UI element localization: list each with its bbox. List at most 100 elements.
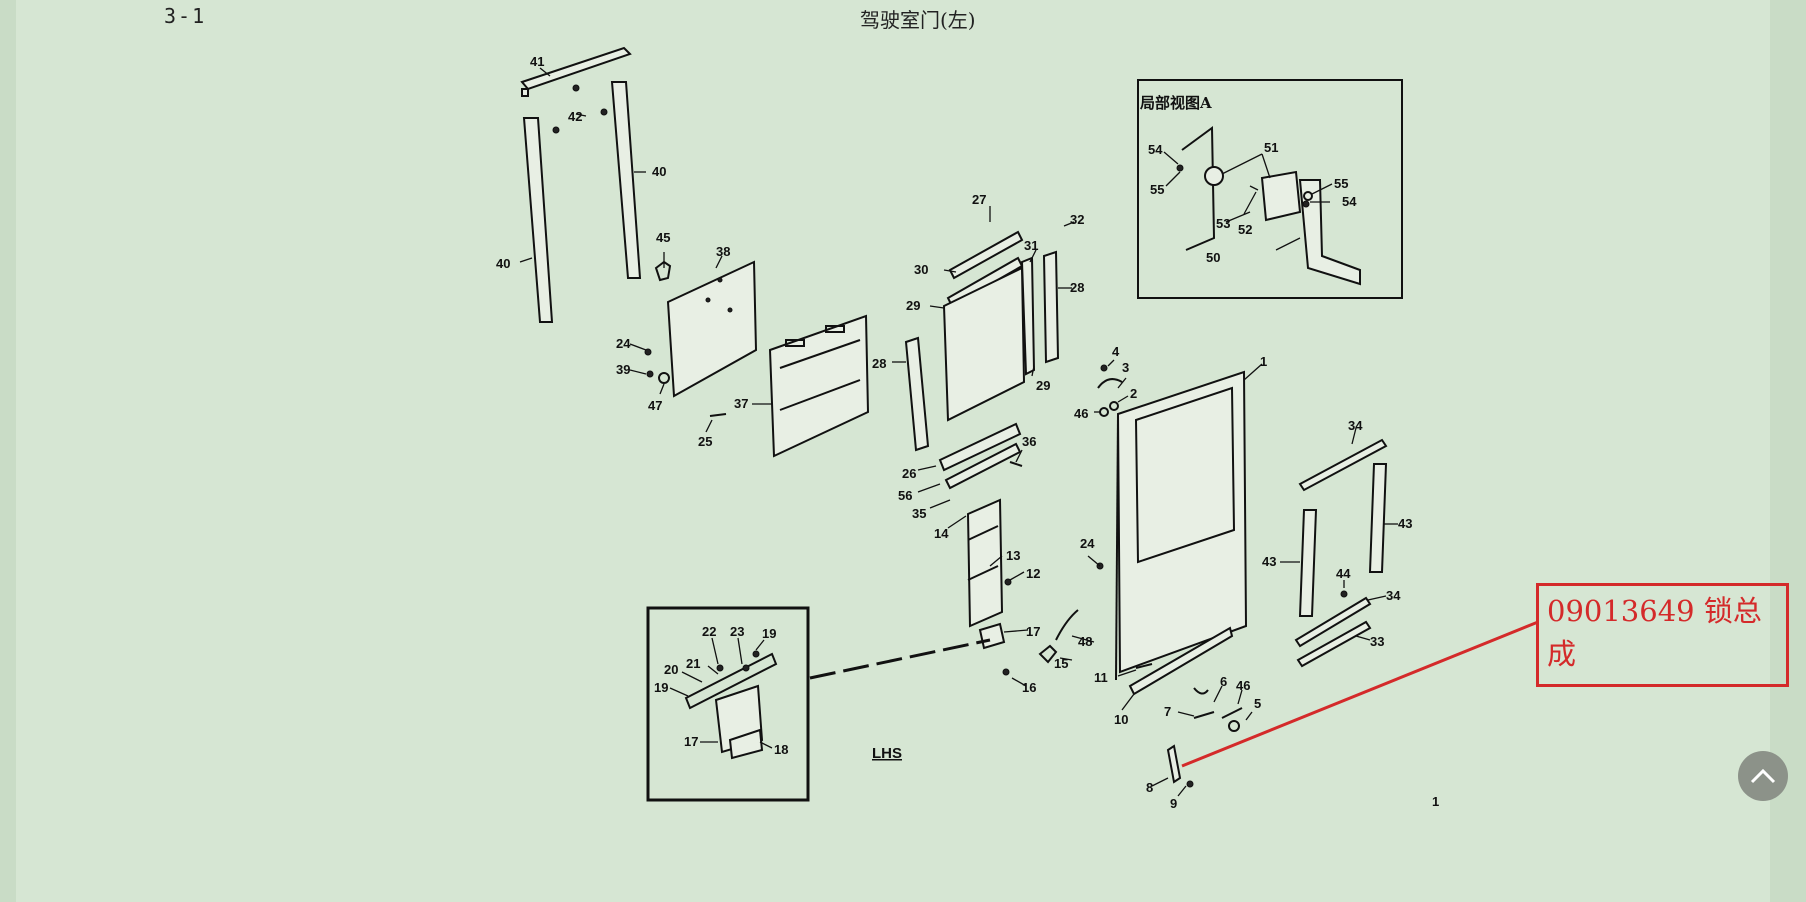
page-number: 1 <box>1432 794 1439 809</box>
washer-46 <box>1099 407 1109 417</box>
part-label-45: 45 <box>656 230 670 245</box>
part-label-35: 35 <box>912 506 926 521</box>
latch-15 <box>1038 644 1058 664</box>
part-label-46-bottom: 46 <box>1236 678 1250 693</box>
part-label-8: 8 <box>1146 780 1153 795</box>
part-label-33: 33 <box>1370 634 1384 649</box>
part-label-42: 42 <box>568 109 582 124</box>
part-label-25: 25 <box>698 434 712 449</box>
inset-hinge-detail <box>646 606 810 802</box>
part-label-56: 56 <box>898 488 912 503</box>
part-label-24-right: 24 <box>1080 536 1095 551</box>
part-label-51: 51 <box>1264 140 1278 155</box>
part-label-11: 11 <box>1094 670 1108 685</box>
part-label-24: 24 <box>616 336 631 351</box>
link-48 <box>1055 609 1079 641</box>
sill-56 <box>944 442 1022 490</box>
part-labels: 41 42 40 40 45 38 24 39 47 25 37 27 32 3… <box>496 54 1439 811</box>
part-label-52: 52 <box>1238 222 1252 237</box>
part-label-27: 27 <box>972 192 986 207</box>
part-label-48: 48 <box>1078 634 1092 649</box>
callout-leader <box>1181 620 1539 768</box>
lock-parts-5-6-7 <box>1193 687 1243 732</box>
part-label-2: 2 <box>1130 386 1137 401</box>
rod-8 <box>1166 744 1194 788</box>
part-label-13: 13 <box>1006 548 1020 563</box>
part-label-4: 4 <box>1112 344 1120 359</box>
inset-link-line <box>809 638 991 680</box>
part-label-1: 1 <box>1260 354 1267 369</box>
part-label-53: 53 <box>1216 216 1230 231</box>
part-label-41: 41 <box>530 54 544 69</box>
part-label-47: 47 <box>648 398 662 413</box>
bracket-45 <box>654 260 672 282</box>
part-label-18: 18 <box>774 742 788 757</box>
part-label-7: 7 <box>1164 704 1171 719</box>
part-label-22: 22 <box>702 624 716 639</box>
side-label-lhs: LHS <box>872 745 902 762</box>
part-label-50: 50 <box>1206 250 1220 265</box>
part-label-30: 30 <box>914 262 928 277</box>
seal-34-upper <box>1298 438 1388 492</box>
panel-37 <box>768 314 870 458</box>
bolt-24-39-47 <box>644 348 670 384</box>
part-label-37: 37 <box>734 396 748 411</box>
part-label-15: 15 <box>1054 656 1068 671</box>
glass-29 <box>942 266 1026 422</box>
section-number: 3-1 <box>164 4 207 28</box>
part-label-17-inset: 17 <box>684 734 698 749</box>
bolt-12 <box>1004 578 1012 586</box>
hinge-17 <box>978 622 1006 650</box>
inset-view-a <box>1137 79 1403 299</box>
part-label-38: 38 <box>716 244 730 259</box>
part-label-29-bottom: 29 <box>1036 378 1050 393</box>
part-callout-box: 09013649 锁总成 <box>1536 583 1789 687</box>
part-label-23: 23 <box>730 624 744 639</box>
bar-10 <box>1128 626 1234 696</box>
seal-34-lower <box>1294 596 1372 648</box>
part-label-44: 44 <box>1336 566 1351 581</box>
part-label-29-top: 29 <box>906 298 920 313</box>
part-label-10: 10 <box>1114 712 1128 727</box>
panel-38 <box>666 260 758 398</box>
post-29 <box>1020 256 1036 376</box>
inset-a-title: 局部视图A <box>1139 94 1212 112</box>
part-label-39: 39 <box>616 362 630 377</box>
part-label-54-left: 54 <box>1148 142 1163 157</box>
bolt-36 <box>1009 461 1023 467</box>
part-label-43-right: 43 <box>1398 516 1412 531</box>
leader-lines <box>519 67 1398 797</box>
part-label-16: 16 <box>1022 680 1036 695</box>
door-1 <box>1115 370 1248 681</box>
part-label-28-left: 28 <box>872 356 886 371</box>
regulator-13 <box>966 498 1004 628</box>
right-margin <box>1770 0 1806 902</box>
screw-25 <box>709 413 727 417</box>
part-label-43-left: 43 <box>1262 554 1276 569</box>
part-label-36: 36 <box>1022 434 1036 449</box>
screw-16 <box>1002 668 1010 676</box>
clip-44 <box>1340 590 1348 598</box>
part-label-31: 31 <box>1024 238 1038 253</box>
left-rail-40 <box>522 117 554 323</box>
part-label-19-left: 19 <box>654 680 668 695</box>
striker-2-3-4 <box>1097 364 1123 411</box>
scroll-to-top-button[interactable] <box>1738 751 1788 801</box>
part-label-32: 32 <box>1070 212 1084 227</box>
part-label-9: 9 <box>1170 796 1177 811</box>
part-label-55-left: 55 <box>1150 182 1164 197</box>
bolt-11 <box>1135 663 1153 669</box>
top-rail-41 <box>520 46 632 97</box>
part-label-12: 12 <box>1026 566 1040 581</box>
chevron-up-icon <box>1750 768 1776 784</box>
seal-43-left <box>1298 509 1318 617</box>
part-label-3: 3 <box>1122 360 1129 375</box>
left-post-28 <box>904 336 930 452</box>
part-label-34-top: 34 <box>1348 418 1363 433</box>
right-rail-40 <box>610 81 642 279</box>
part-label-54-right: 54 <box>1342 194 1357 209</box>
part-label-40-right: 40 <box>652 164 666 179</box>
part-label-34-bottom: 34 <box>1386 588 1401 603</box>
part-label-17: 17 <box>1026 624 1040 639</box>
